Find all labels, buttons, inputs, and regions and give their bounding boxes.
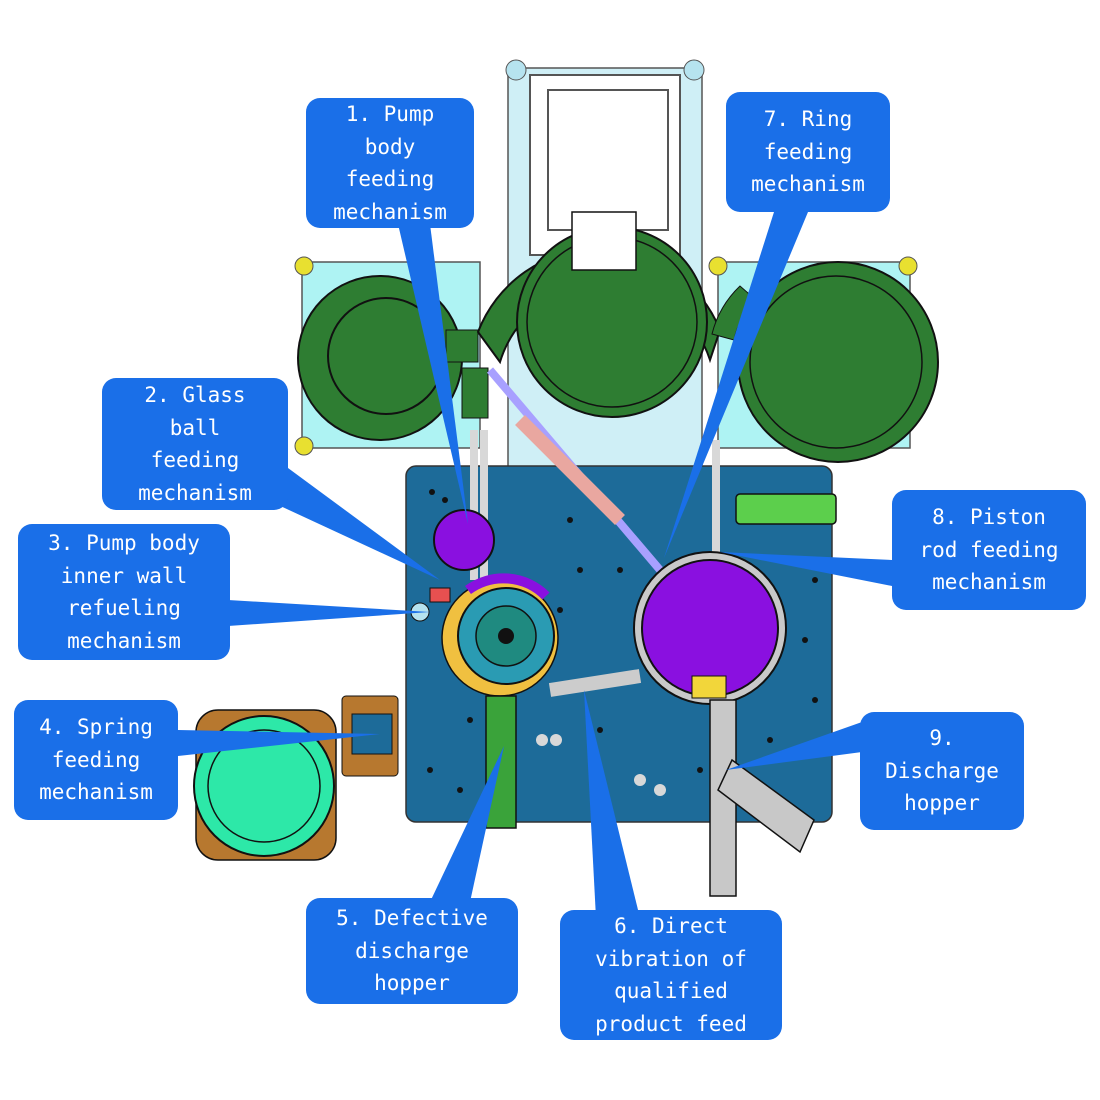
piston-rod-feeder	[735, 493, 837, 525]
piston-rod-turntable	[633, 551, 787, 705]
indexing-table	[410, 573, 559, 697]
ring-bowl	[711, 261, 939, 463]
center-bowl	[476, 211, 722, 418]
callout-glass-ball-feeding: 2. Glass ball feeding mechanism	[102, 378, 288, 510]
callout-pump-body-feeding: 1. Pump body feeding mechanism	[306, 98, 474, 228]
callout-pointers	[178, 212, 892, 918]
spring-feeder	[193, 695, 399, 861]
callout-spring-feeding: 4. Spring feeding mechanism	[14, 700, 178, 820]
callout-defective-discharge: 5. Defective discharge hopper	[306, 898, 518, 1004]
callout-qualified-product-feed: 6. Direct vibration of qualified product…	[560, 910, 782, 1040]
callout-piston-rod-feeding: 8. Piston rod feeding mechanism	[892, 490, 1086, 610]
glass-ball-bowl	[433, 509, 495, 571]
defective-chute	[485, 695, 517, 829]
callout-discharge-hopper: 9. Discharge hopper	[860, 712, 1024, 830]
callout-ring-feeding: 7. Ring feeding mechanism	[726, 92, 890, 212]
callout-inner-wall-refueling: 3. Pump body inner wall refueling mechan…	[18, 524, 230, 660]
discharge-chute-slope	[717, 758, 815, 854]
